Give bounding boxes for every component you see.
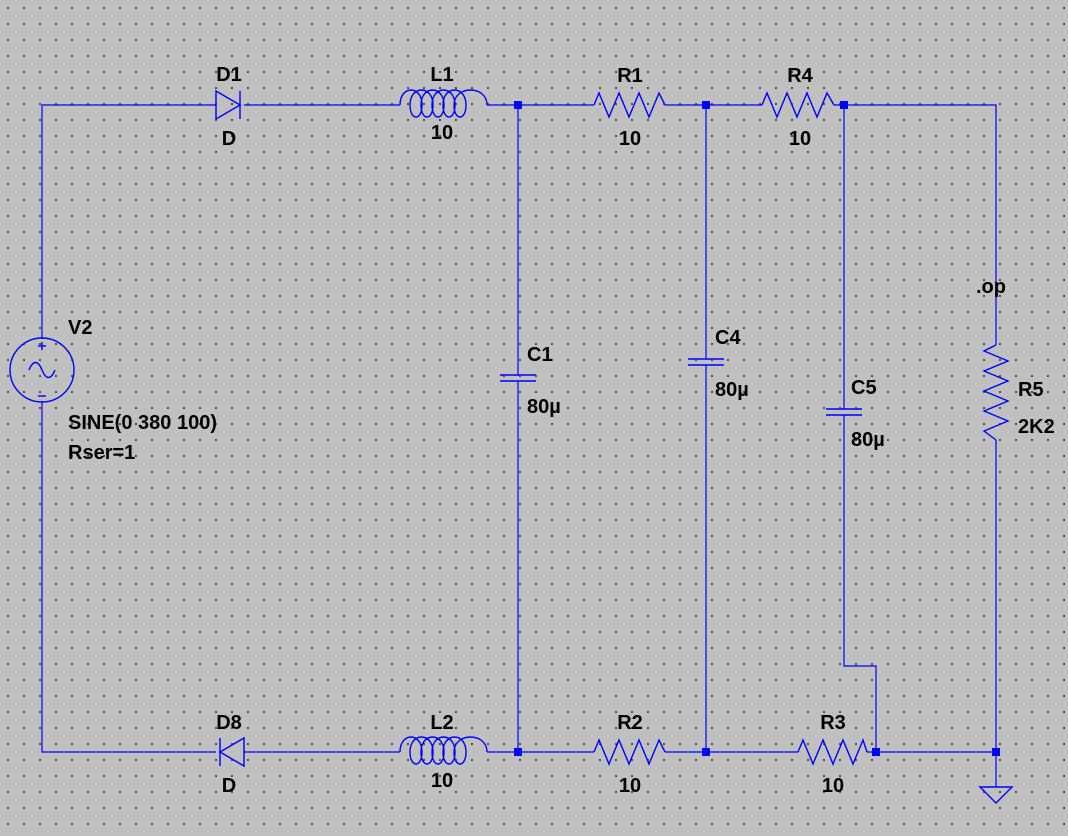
r2-value-label[interactable]: 10 — [619, 775, 641, 797]
resistor-r1-symbol[interactable] — [593, 91, 666, 119]
c4-value-label[interactable]: 80µ — [715, 379, 749, 401]
r3-value-label[interactable]: 10 — [822, 775, 844, 797]
wire-c5[interactable] — [843, 105, 877, 752]
r4-name-label[interactable]: R4 — [787, 65, 813, 87]
resistor-r5-symbol[interactable] — [982, 344, 1010, 441]
c5-value-label[interactable]: 80µ — [851, 429, 885, 451]
v2-value-label[interactable]: SINE(0 380 100) — [68, 412, 217, 434]
resistor-r2-symbol[interactable] — [593, 738, 666, 766]
voltage-source-v2[interactable] — [9, 337, 75, 403]
diode-d8-symbol[interactable] — [218, 736, 245, 768]
ground-icon[interactable] — [978, 786, 1014, 804]
inductor-l2-symbol[interactable] — [399, 736, 488, 765]
wire-left-top[interactable] — [41, 104, 216, 339]
resistor-r4-symbol[interactable] — [761, 91, 835, 119]
junction-dot — [702, 748, 710, 756]
d1-name-label[interactable]: D1 — [216, 64, 242, 86]
r5-value-label[interactable]: 2K2 — [1018, 416, 1055, 438]
d1-value-label[interactable]: D — [222, 128, 236, 150]
r2-name-label[interactable]: R2 — [617, 712, 643, 734]
d8-name-label[interactable]: D8 — [216, 712, 242, 734]
c4-name-label[interactable]: C4 — [715, 327, 741, 349]
v2-name-label[interactable]: V2 — [68, 317, 92, 339]
junction-dot — [872, 748, 880, 756]
resistor-r3-symbol[interactable] — [797, 738, 868, 766]
junction-dot — [840, 101, 848, 109]
diode-d1-symbol[interactable] — [215, 89, 242, 121]
wire-r4-right[interactable] — [834, 104, 997, 345]
capacitor-c1-symbol[interactable] — [500, 374, 536, 382]
c5-name-label[interactable]: C5 — [851, 377, 877, 399]
r5-name-label[interactable]: R5 — [1018, 379, 1044, 401]
r1-name-label[interactable]: R1 — [617, 65, 643, 87]
junctions — [514, 101, 1000, 756]
d8-value-label[interactable]: D — [222, 775, 236, 797]
wires — [41, 104, 997, 787]
junction-dot — [992, 748, 1000, 756]
capacitor-c5-symbol[interactable] — [826, 408, 862, 416]
junction-dot — [514, 101, 522, 109]
c1-name-label[interactable]: C1 — [527, 344, 553, 366]
capacitor-c4-symbol[interactable] — [688, 358, 724, 366]
l1-name-label[interactable]: L1 — [430, 64, 453, 86]
l1-value-label[interactable]: 10 — [431, 122, 453, 144]
junction-dot — [702, 101, 710, 109]
r4-value-label[interactable]: 10 — [789, 128, 811, 150]
inductor-l1-symbol[interactable] — [399, 89, 488, 118]
c1-value-label[interactable]: 80µ — [527, 396, 561, 418]
r1-value-label[interactable]: 10 — [619, 128, 641, 150]
labels: V2 SINE(0 380 100) Rser=1 D1 D D8 D L1 1… — [68, 64, 1055, 797]
wire-left-bottom[interactable] — [41, 401, 216, 753]
r3-name-label[interactable]: R3 — [820, 712, 846, 734]
op-directive-label[interactable]: .op — [976, 276, 1006, 298]
l2-name-label[interactable]: L2 — [430, 712, 453, 734]
l2-value-label[interactable]: 10 — [431, 770, 453, 792]
v2-extra-label[interactable]: Rser=1 — [68, 442, 135, 464]
junction-dot — [514, 748, 522, 756]
